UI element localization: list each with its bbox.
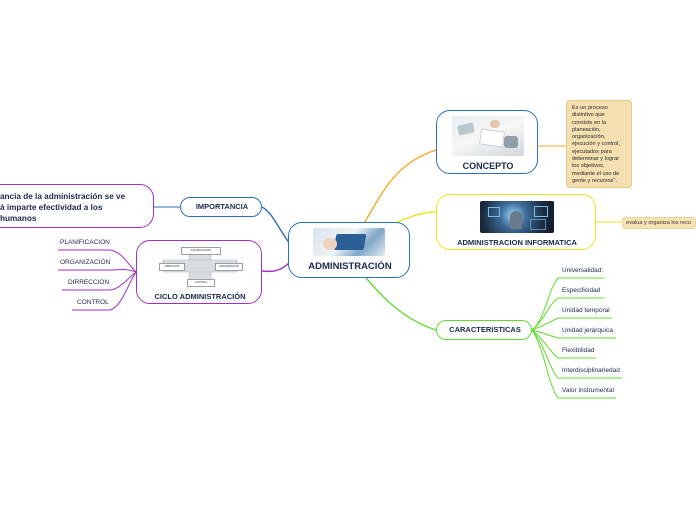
importancia-text-line: humanos [0,214,37,223]
link-ciclo [261,261,291,273]
ciclo-diagram-label: CONTROL [187,279,215,287]
ciclo-diagram-label: DIRECCIÓN [159,263,185,271]
concepto-note-line: mediante el uso de [572,170,620,177]
importancia-text-line: ancia de la administración se ve [0,192,126,201]
ciclo-diagram-label: PLANIFICACIÓN [181,247,221,255]
caracteristica-item[interactable]: Universalidad: [562,267,604,274]
concepto-note: Es un proceso distintivo que consiste en… [566,100,632,188]
caracteristicas-node[interactable]: CARACTERISTICAS [436,320,532,340]
caracteristica-item[interactable]: Unidad temporal [562,307,610,314]
concepto-note-line: ejecución y control, [572,141,620,148]
concepto-note-line: ejecutados para [572,148,612,155]
concepto-note-line: planeación, [572,126,601,133]
importancia-node[interactable]: IMPORTANCIA [180,197,262,217]
concepto-photo-meeting [452,116,524,156]
ciclo-diagram: PLANIFICACIÓN DIRECCIÓN ORGANIZACIÓN CON… [159,246,243,287]
importancia-label: IMPORTANCIA [195,202,249,211]
informatica-note: evalua y organiza los recu [622,217,696,229]
ciclo-item[interactable]: ORGANIZACIÓN [60,259,111,266]
ciclo-branches [58,249,137,311]
concepto-note-line: los objetivos, [572,163,605,170]
caracteristica-item[interactable]: Flexibilidad [562,347,595,354]
concepto-note-line: distintivo que [572,112,605,119]
caracteristica-item[interactable]: Valor instrumental [562,387,614,394]
concepto-note-line: organización, [572,134,606,141]
ciclo-label: CICLO ADMINISTRACIÓN [154,292,246,301]
ciclo-node[interactable]: PLANIFICACIÓN DIRECCIÓN ORGANIZACIÓN CON… [136,240,262,304]
ciclo-diagram-label: ORGANIZACIÓN [215,263,243,271]
concepto-note-line: determinar y lograr [572,156,619,163]
caracteristicas-label: CARACTERISTICAS [449,325,521,334]
importancia-text-box[interactable] [0,184,154,228]
caracteristica-item[interactable]: Interdisciplinariedad [562,367,620,374]
informatica-label: ADMINISTRACION INFORMATICA [457,238,577,247]
concepto-note-line: gente y recursos". [572,177,617,184]
concepto-node[interactable]: CONCEPTO [436,110,538,174]
ciclo-item[interactable]: DIRRECCION [68,279,110,286]
concepto-note-line: consiste en la [572,119,607,126]
link-caracteristicas [365,277,437,331]
root-photo-tablet [313,228,385,256]
informatica-photo-tech [480,201,554,233]
informatica-node[interactable]: ADMINISTRACION INFORMATICA [436,194,596,250]
root-label: ADMINISTRACIÓN [308,261,392,272]
link-concepto [361,149,437,227]
ciclo-item[interactable]: PLANIFICACION [60,239,110,246]
caracteristicas-branches [531,277,622,399]
importancia-text-line: á imparte efectividad a los [0,203,103,212]
caracteristica-item[interactable]: Especificidad [562,287,601,294]
root-node-administracion[interactable]: ADMINISTRACIÓN [288,222,410,278]
link-importancia [261,206,291,245]
caracteristica-item[interactable]: Unidad jerárquica [562,327,613,334]
concepto-label: CONCEPTO [462,161,514,171]
concepto-note-line: Es un proceso [572,105,608,111]
ciclo-item[interactable]: CONTROL [77,299,109,306]
